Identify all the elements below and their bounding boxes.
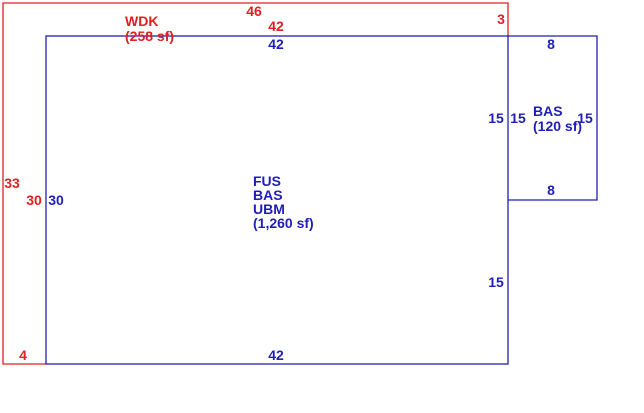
wdk-section (2, 2, 509, 365)
bas-dim-right: 15 (577, 110, 593, 126)
main-code-fus: FUS (253, 173, 281, 189)
wdk-dim-right-offset: 3 (497, 11, 505, 27)
bas-dim-left: 15 (510, 110, 526, 126)
wdk-dim-bottom-offset: 4 (19, 347, 27, 363)
main-dim-left: 30 (48, 192, 64, 208)
bas-name-label: BAS (533, 103, 563, 119)
main-area-label: (1,260 sf) (253, 215, 314, 231)
main-code-ubm: UBM (253, 201, 285, 217)
main-code-bas: BAS (253, 187, 283, 203)
wdk-dim-top-inner: 42 (268, 18, 284, 34)
bas-dim-top: 8 (547, 36, 555, 52)
wdk-dim-left-outer: 33 (4, 175, 20, 191)
main-dim-right-upper: 15 (488, 110, 504, 126)
main-dim-top: 42 (268, 36, 284, 52)
bas-area-label: (120 sf) (533, 118, 582, 134)
wdk-dim-top: 46 (246, 3, 262, 19)
bas-section-outline (508, 35, 598, 201)
wdk-dim-left-inner: 30 (26, 192, 42, 208)
wdk-name-label: WDK (125, 13, 158, 29)
main-dim-right-lower: 15 (488, 274, 504, 290)
wdk-area-label: (258 sf) (125, 28, 174, 44)
main-dim-bottom: 42 (268, 347, 284, 363)
bas-dim-bottom: 8 (547, 182, 555, 198)
wdk-outline (2, 2, 509, 365)
